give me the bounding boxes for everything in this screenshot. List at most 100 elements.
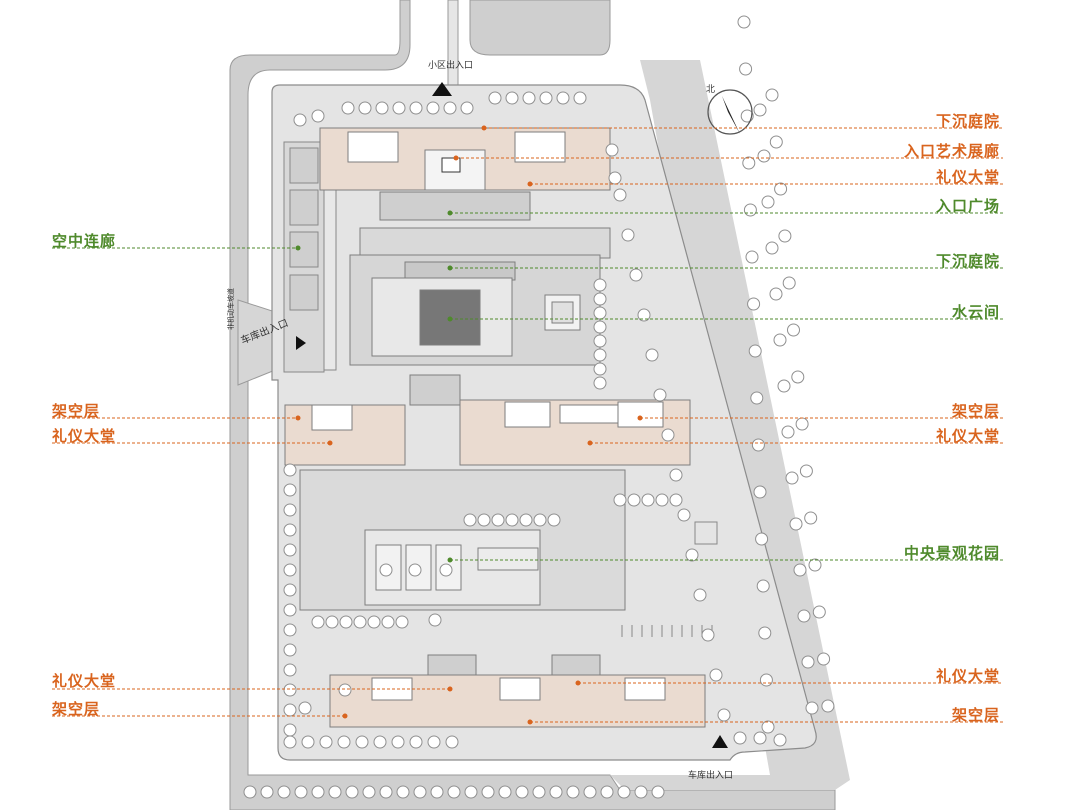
tree	[427, 735, 441, 749]
tree	[355, 735, 369, 749]
tree	[641, 493, 655, 507]
label-stilt-floor: 架空层	[951, 706, 1000, 724]
bicycle-ramp-label: 非机动车坡道	[227, 288, 235, 330]
tree	[319, 735, 333, 749]
tree	[375, 101, 389, 115]
tree	[605, 143, 619, 157]
trees	[243, 15, 835, 799]
leader-lines	[52, 127, 1003, 723]
tree	[742, 156, 756, 170]
tree	[428, 613, 442, 627]
tree	[593, 320, 607, 334]
label-water-cloud-hall: 水云间	[951, 303, 1000, 321]
tree	[358, 101, 372, 115]
tree	[283, 723, 297, 737]
tree	[593, 376, 607, 390]
tree	[481, 785, 495, 799]
tree	[379, 563, 393, 577]
tree	[627, 493, 641, 507]
tree	[337, 735, 351, 749]
tree	[593, 292, 607, 306]
tree	[556, 91, 570, 105]
tree	[769, 287, 783, 301]
bottom-building	[329, 654, 706, 728]
tree	[533, 513, 547, 527]
tree	[439, 563, 453, 577]
tree	[634, 785, 648, 799]
tree	[277, 785, 291, 799]
label-lobby: 礼仪大堂	[935, 168, 1000, 186]
middle-buildings	[284, 374, 691, 466]
label-central-garden: 中央景观花园	[903, 544, 1000, 562]
tree	[785, 471, 799, 485]
tree	[243, 785, 257, 799]
tree	[655, 493, 669, 507]
label-entrance-plaza: 入口广场	[935, 197, 1000, 215]
tree	[283, 703, 297, 717]
tree	[617, 785, 631, 799]
tree	[669, 468, 683, 482]
tree	[381, 615, 395, 629]
tree	[395, 615, 409, 629]
tree	[653, 388, 667, 402]
tree	[787, 323, 800, 337]
tree	[753, 731, 767, 745]
tree	[294, 785, 308, 799]
north-arrow-icon	[707, 89, 753, 135]
tree	[817, 652, 831, 666]
tree	[756, 579, 770, 593]
tree	[795, 417, 809, 431]
tree	[583, 785, 597, 799]
tree	[573, 91, 587, 105]
tree	[781, 425, 795, 439]
tree	[608, 171, 622, 185]
tree	[283, 523, 297, 537]
top-entrance-label: 小区出入口	[428, 61, 474, 71]
tree	[345, 785, 359, 799]
tree	[693, 588, 707, 602]
tree	[283, 563, 297, 577]
tree	[447, 785, 461, 799]
tree	[621, 228, 635, 242]
tree	[488, 91, 502, 105]
tree	[391, 735, 405, 749]
tree	[463, 513, 477, 527]
tree	[778, 229, 792, 243]
tree	[758, 626, 772, 640]
tree	[751, 438, 765, 452]
tree	[753, 485, 767, 499]
tree	[283, 463, 297, 477]
tree	[651, 785, 665, 799]
tree	[773, 333, 787, 347]
parking	[621, 521, 718, 637]
tree	[539, 91, 553, 105]
tree	[739, 62, 753, 76]
tree	[737, 15, 751, 29]
tree	[761, 720, 775, 734]
tree	[283, 623, 297, 637]
tree	[593, 306, 607, 320]
tree	[373, 735, 387, 749]
tree	[761, 195, 775, 209]
tree	[460, 101, 474, 115]
tree	[519, 513, 533, 527]
tree	[797, 609, 811, 623]
tree	[409, 101, 423, 115]
tree	[392, 101, 406, 115]
tree	[409, 735, 423, 749]
tree	[808, 558, 822, 572]
tree	[805, 701, 819, 715]
tree	[283, 683, 297, 697]
tree	[821, 699, 835, 713]
north-label: 北	[706, 85, 716, 95]
tree	[283, 643, 297, 657]
label-sunken-courtyard: 下沉庭院	[935, 112, 1000, 130]
tree	[311, 109, 325, 123]
tree	[338, 683, 352, 697]
triangle-marker-icon	[296, 82, 728, 748]
tree	[793, 563, 807, 577]
tree	[774, 182, 788, 196]
tree	[750, 391, 764, 405]
tree	[593, 278, 607, 292]
